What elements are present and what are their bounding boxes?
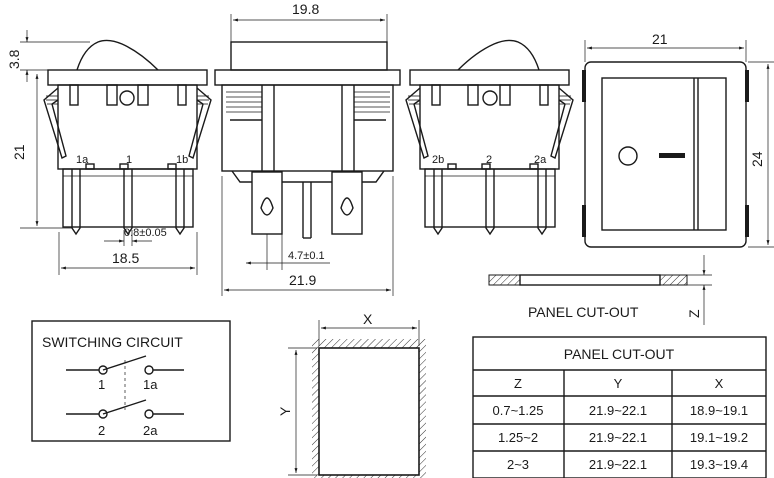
dim-top-height: 3.8 [6,49,22,69]
front-view: 19.8 4.7±0.1 21.9 [214,1,401,296]
panel-cutout-caption: PANEL CUT-OUT [528,304,639,320]
on-symbol [659,153,685,158]
quick-connect-tabs [251,171,363,239]
cutout-opening [318,347,420,476]
clip-ribs [46,95,209,105]
circuit-frame [31,320,231,442]
circuit-terminal-2a: 2a [143,423,158,438]
dim-cutout-x: X [363,311,373,327]
left-side-view: 1a 1 1b 3.8 21 0.8±0.05 18.5 [6,30,212,275]
dim-top-width: 19.8 [292,1,319,17]
pin-label-1b: 1b [176,154,188,166]
table-cell: 2~3 [507,457,529,472]
panel-section: Z PANEL CUT-OUT [488,255,712,325]
table-header-y: Y [614,376,623,391]
front-housing [221,84,394,172]
pin-label-2a: 2a [534,154,547,166]
table-header-z: Z [514,376,522,391]
snap-clip-left [43,87,67,159]
spring-ribs [226,91,390,113]
rocker-actuator-right [457,39,540,71]
pin-label-2b: 2b [432,154,444,166]
dim-body-height: 21 [11,144,27,160]
pin-label-1: 1 [126,154,132,166]
dim-pin-thickness: 0.8±0.05 [124,227,167,239]
dim-face-height: 24 [749,151,765,167]
snap-clip-right [188,87,212,159]
right-side-view: 2b 2 2a [405,39,574,236]
table-cell: 21.9~22.1 [589,457,647,472]
cutout-drawing: X Y [277,311,426,478]
rocker-top [230,41,388,71]
dim-base-width: 21.9 [289,272,316,288]
pin-label-2: 2 [486,154,492,166]
switching-circuit: SWITCHING CIRCUIT 1 1a 2 2a [31,320,231,442]
off-symbol [618,146,638,166]
dim-pin-spacing: 18.5 [112,250,139,266]
dim-face-width: 21 [652,31,668,47]
circuit-terminal-1: 1 [98,377,105,392]
face-bezel [584,61,747,248]
dim-panel-z: Z [686,309,702,318]
rocker-face [601,77,727,231]
table-cell: 19.1~19.2 [690,430,748,445]
circuit-terminal-2: 2 [98,423,105,438]
rocker-actuator [76,39,159,71]
front-base [231,170,385,183]
solder-pins [71,163,185,236]
table-cell: 1.25~2 [498,430,538,445]
bezel-flange [47,69,208,86]
face-view: 21 24 [582,31,774,248]
table-cell: 0.7~1.25 [493,403,544,418]
dim-tab-spacing: 4.7±0.1 [288,250,325,262]
pin-label-1a: 1a [76,154,89,166]
table-cell: 18.9~19.1 [690,403,748,418]
circuit-terminal-1a: 1a [143,377,158,392]
dim-cutout-y: Y [277,406,293,416]
front-bezel [214,69,401,86]
table-title: PANEL CUT-OUT [564,346,675,362]
table-cell: 21.9~22.1 [589,430,647,445]
cutout-table: PANEL CUT-OUT Z Y X 0.7~1.25 21.9~22.1 1… [472,336,767,478]
circuit-title: SWITCHING CIRCUIT [42,334,183,350]
table-header-x: X [715,376,724,391]
terminal-base [62,168,194,228]
table-cell: 21.9~22.1 [589,403,647,418]
pivot-hole [119,90,135,106]
table-cell: 19.3~19.4 [690,457,748,472]
